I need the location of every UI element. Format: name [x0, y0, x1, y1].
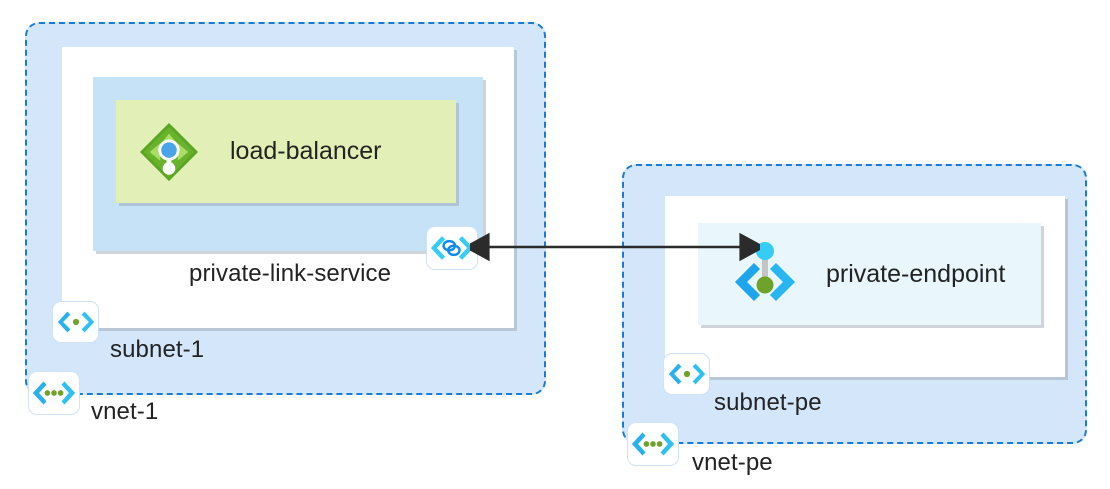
private-endpoint-label: private-endpoint [826, 259, 1006, 288]
private-endpoint-container: private-endpoint [698, 223, 1041, 325]
subnet-1-label: subnet-1 [110, 336, 205, 363]
subnet-pe-label: subnet-pe [714, 389, 822, 416]
vnet-1-label: vnet-1 [91, 398, 159, 425]
subnet-1-icon[interactable] [52, 301, 99, 343]
private-link-service-label: private-link-service [189, 260, 392, 287]
load-balancer-icon [138, 121, 200, 183]
load-balancer-container: load-balancer [116, 100, 456, 203]
vnet-pe-icon[interactable] [627, 422, 679, 466]
vnet-1-icon[interactable] [28, 371, 80, 415]
private-link-service-icon[interactable] [426, 226, 478, 270]
private-endpoint-icon [730, 237, 800, 311]
vnet-pe-label: vnet-pe [692, 449, 773, 476]
subnet-pe-icon[interactable] [663, 353, 710, 395]
load-balancer-label: load-balancer [230, 137, 382, 165]
